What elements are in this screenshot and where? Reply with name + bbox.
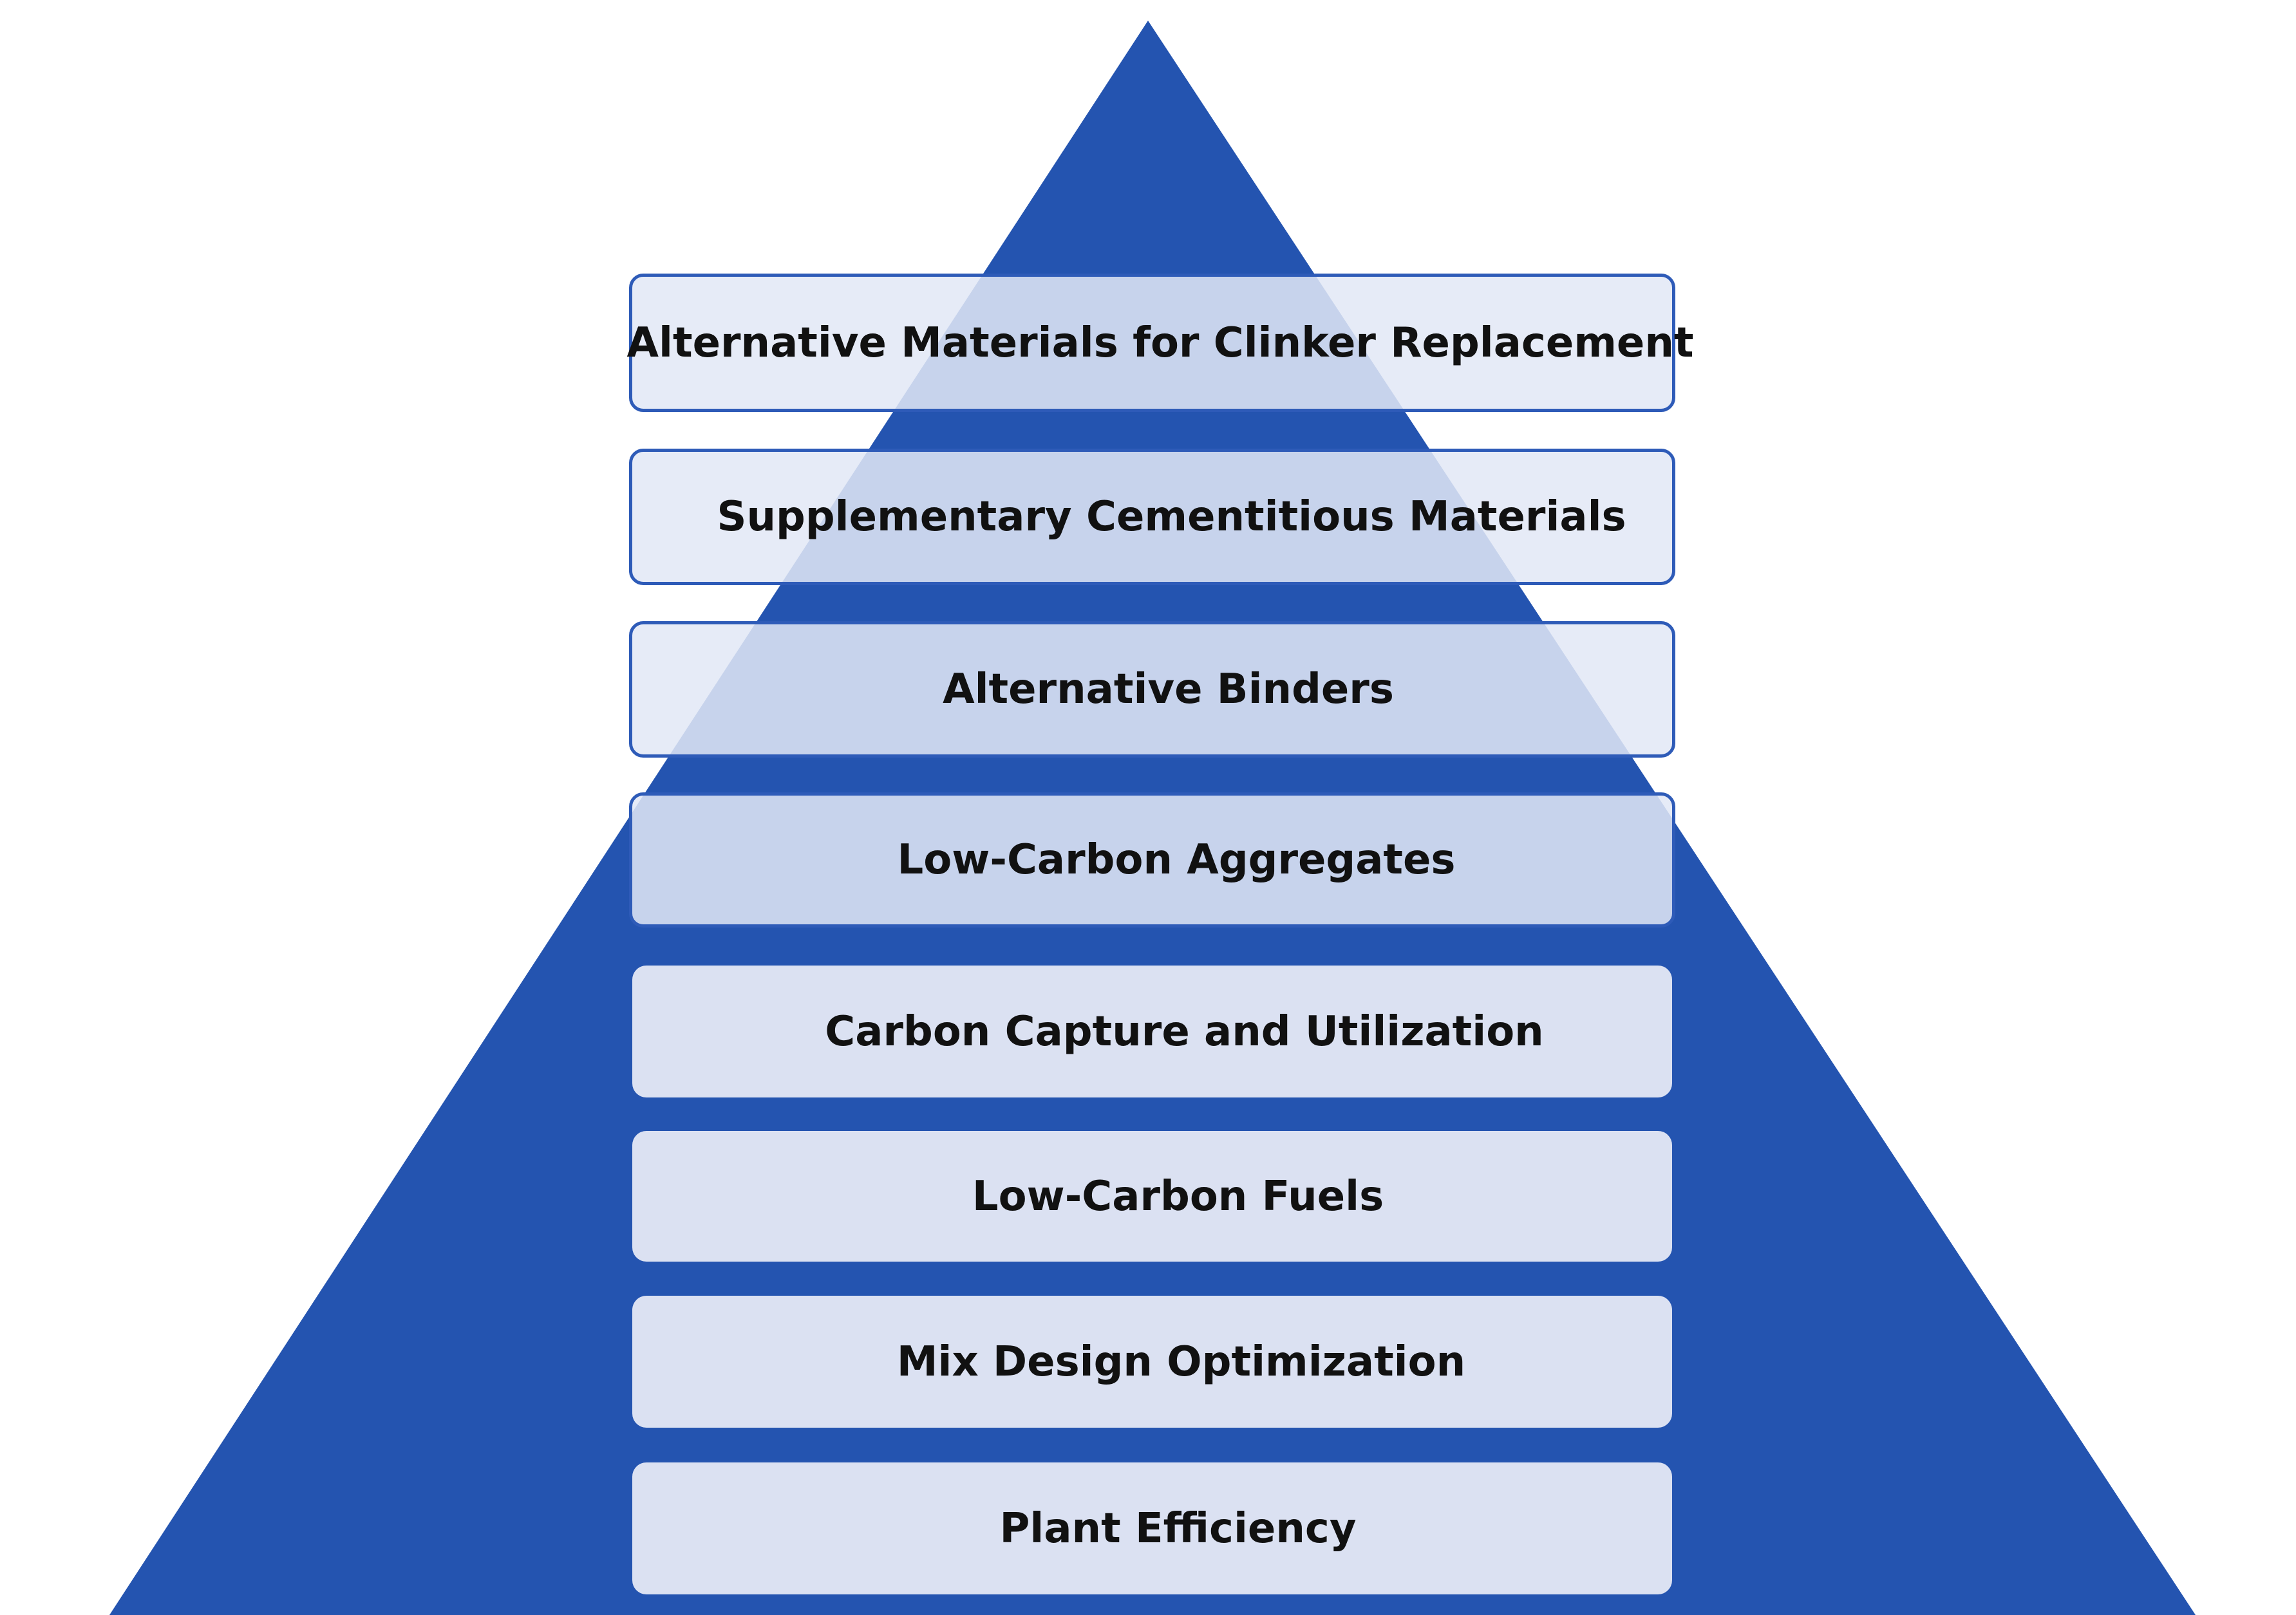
tier-8: Plant Efficiency [632, 1462, 1672, 1594]
tier-7-label: Mix Design Optimization [896, 1338, 1466, 1386]
tier-4: Low-Carbon Aggregates [629, 792, 1675, 928]
tier-3: Alternative Binders [629, 621, 1675, 758]
tier-5-label: Carbon Capture and Utilization [825, 1007, 1544, 1056]
tier-2: Supplementary Cementitious Materials [629, 449, 1675, 585]
tier-4-label: Low-Carbon Aggregates [897, 836, 1456, 884]
tier-7: Mix Design Optimization [632, 1296, 1672, 1428]
tier-1: Alternative Materials for Clinker Replac… [627, 274, 1693, 412]
tier-1-label: Alternative Materials for Clinker Replac… [626, 319, 1694, 367]
tier-6-label: Low-Carbon Fuels [972, 1172, 1384, 1220]
tier-2-label: Supplementary Cementitious Materials [717, 493, 1626, 541]
tier-6: Low-Carbon Fuels [632, 1131, 1672, 1262]
tier-3-label: Alternative Binders [943, 666, 1394, 713]
tier-5: Carbon Capture and Utilization [632, 966, 1672, 1097]
tier-8-label: Plant Efficiency [999, 1504, 1357, 1553]
